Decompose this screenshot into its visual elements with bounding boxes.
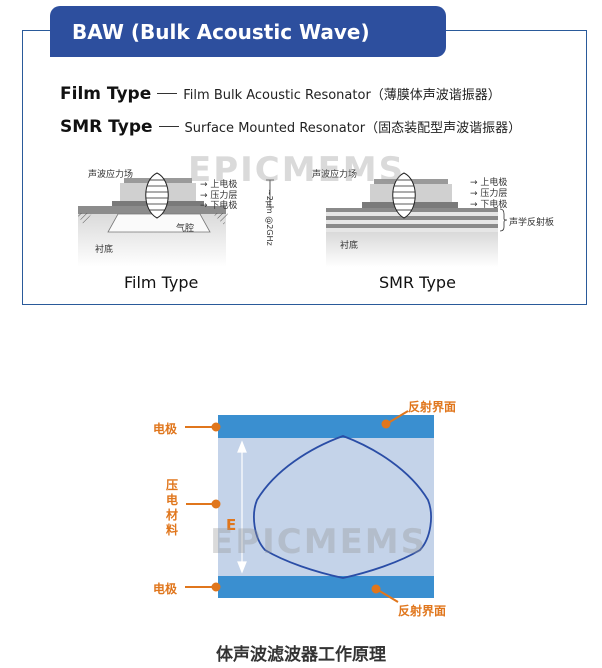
panel-title: BAW (Bulk Acoustic Wave)	[50, 6, 446, 57]
smr-type-caption: SMR Type	[379, 273, 456, 292]
smr-substrate	[326, 232, 498, 267]
standing-wave-outline	[253, 435, 432, 579]
film-bottom-electrode-label: 下电极	[200, 198, 237, 211]
smr-piezo-label: 压力层	[470, 186, 507, 199]
principle-drawing	[185, 410, 434, 603]
film-top-electrode-label: 上电极	[200, 177, 237, 190]
film-type-caption: Film Type	[124, 273, 199, 292]
film-type-term: Film Type	[60, 84, 152, 104]
bottom-electrode-bar	[218, 576, 434, 598]
film-piezo-label: 压力层	[200, 188, 237, 201]
smr-reflector-label: 声学反射板	[509, 218, 555, 228]
thickness-label: ~2μm @2GHz	[265, 189, 274, 246]
film-cavity-label: 气腔	[176, 224, 195, 234]
smr-type-definition: SMR Type Surface Mounted Resonator（固态装配型声…	[60, 117, 521, 137]
film-stress-field-label: 声波应力场	[88, 170, 134, 180]
film-stress-field	[145, 172, 169, 219]
smr-top-electrode-label: 上电极	[470, 175, 507, 188]
film-type-definition: Film Type Film Bulk Acoustic Resonator（薄膜…	[60, 84, 501, 104]
film-hatch-right	[212, 213, 228, 225]
reflect-interface-bottom-label: 反射界面	[398, 604, 447, 618]
smr-type-term: SMR Type	[60, 117, 153, 137]
smr-reflector-brace	[499, 208, 508, 232]
dash-divider	[157, 93, 178, 94]
film-cavity	[107, 213, 211, 233]
bottom-electrode-label: 电极	[153, 582, 178, 596]
film-hatch-left	[76, 213, 92, 225]
smr-bottom-electrode-label: 下电极	[470, 197, 507, 210]
film-stress-hatch	[146, 179, 168, 211]
film-type-drawing	[76, 172, 228, 267]
thickness-marker	[266, 179, 274, 208]
top-electrode-bar	[218, 415, 434, 438]
piezo-material-label: 压电材料	[165, 478, 178, 537]
smr-stress-field	[392, 172, 416, 219]
watermark-top: EPICMEMS	[188, 150, 406, 190]
field-arrow	[237, 440, 247, 574]
panel-title-text: BAW (Bulk Acoustic Wave)	[72, 19, 370, 44]
smr-type-drawing	[326, 172, 508, 267]
smr-substrate-label: 衬底	[340, 241, 359, 251]
principle-caption: 体声波滤波器工作原理	[216, 645, 386, 665]
electric-field-label: E	[226, 516, 237, 534]
smr-reflector-stack	[326, 208, 498, 232]
reflect-interface-top-label: 反射界面	[408, 400, 457, 414]
film-type-desc: Film Bulk Acoustic Resonator（薄膜体声波谐振器）	[183, 88, 501, 103]
smr-stress-field-label: 声波应力场	[312, 170, 358, 180]
dash-divider	[158, 126, 179, 127]
smr-stress-hatch	[393, 179, 415, 211]
label-leader-lines	[185, 410, 409, 603]
top-electrode-label: 电极	[153, 422, 178, 436]
smr-type-desc: Surface Mounted Resonator（固态装配型声波谐振器）	[184, 121, 522, 136]
film-substrate-label: 衬底	[95, 245, 114, 255]
watermark-bottom: EPICMEMS	[210, 522, 428, 562]
